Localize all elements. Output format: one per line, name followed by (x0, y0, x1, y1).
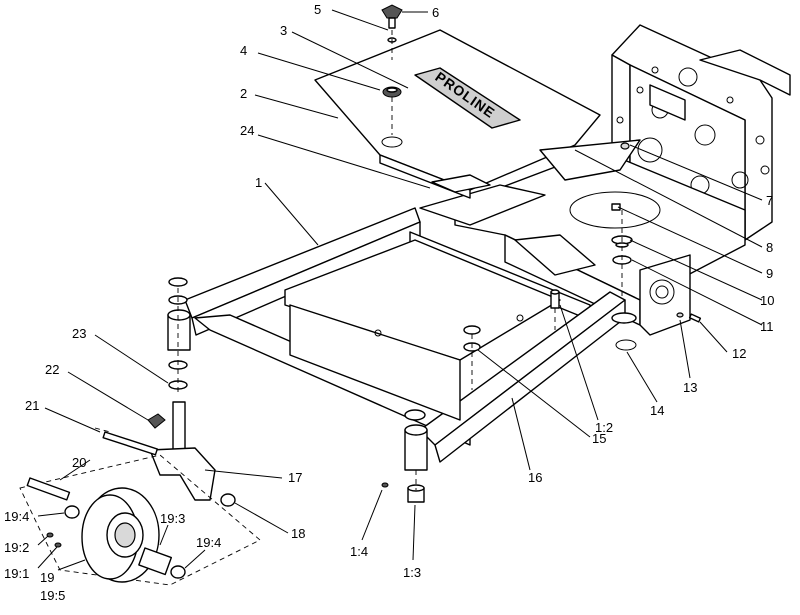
callout-13: 13 (683, 380, 697, 395)
callout-19-1: 19:1 (4, 566, 29, 581)
callout-19-3: 19:3 (160, 511, 185, 526)
callout-14: 14 (650, 403, 664, 418)
callout-1: 1 (255, 175, 262, 190)
knob-part (381, 4, 403, 60)
main-frame (184, 184, 626, 463)
left-caster-mount (167, 277, 191, 395)
callout-10: 10 (760, 293, 774, 308)
callout-12: 12 (732, 346, 746, 361)
callout-3: 3 (280, 23, 287, 38)
callout-1-3: 1:3 (403, 565, 421, 580)
leader-lines (37, 9, 763, 571)
axle-spacer (26, 477, 71, 501)
callout-17: 17 (288, 470, 302, 485)
grommet-part (382, 86, 402, 135)
callout-7: 7 (766, 193, 773, 208)
callout-18: 18 (291, 526, 305, 541)
callout-19: 19 (40, 570, 54, 585)
right-hardware (615, 312, 702, 351)
callout-5: 5 (314, 2, 321, 17)
callout-19-4-left: 19:4 (4, 509, 29, 524)
callout-19-4-right: 19:4 (196, 535, 221, 550)
callout-11: 11 (760, 319, 774, 334)
callout-20: 20 (72, 455, 86, 470)
callout-4: 4 (240, 43, 247, 58)
washer-stack-right (463, 325, 481, 390)
callout-1-2: 1:2 (595, 420, 613, 435)
callout-9: 9 (766, 266, 773, 281)
axle-bolt (94, 427, 159, 456)
bumper-part (147, 413, 166, 429)
center-hardware (611, 142, 637, 324)
callout-23: 23 (72, 326, 86, 341)
callout-8: 8 (766, 240, 773, 255)
callout-2: 2 (240, 86, 247, 101)
callout-22: 22 (45, 362, 59, 377)
callout-19-5: 19:5 (40, 588, 65, 603)
callout-labels: 1 2 3 4 5 6 7 8 9 10 11 12 13 14 15 16 1… (4, 2, 774, 603)
callout-6: 6 (432, 5, 439, 20)
fork-bolt (550, 289, 560, 330)
front-cover-panel: PROLINE (314, 29, 641, 199)
callout-16: 16 (528, 470, 542, 485)
callout-1-4: 1:4 (350, 544, 368, 559)
wheel-assembly (26, 477, 186, 583)
callout-15: 15 (592, 431, 606, 446)
wheel-group-outline (19, 454, 261, 586)
nut-part (220, 493, 236, 507)
callout-21: 21 (25, 398, 39, 413)
right-caster-mount (381, 409, 428, 503)
spacer-block (431, 174, 491, 193)
callout-19-2: 19:2 (4, 540, 29, 555)
callout-24: 24 (240, 123, 254, 138)
